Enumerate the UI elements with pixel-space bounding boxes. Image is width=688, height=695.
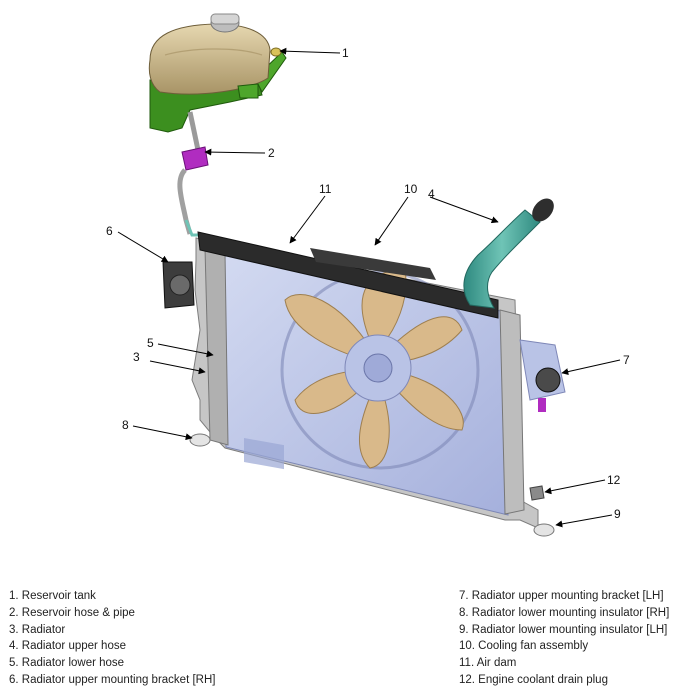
callout-9: 9	[614, 507, 621, 521]
callout-5: 5	[147, 336, 154, 350]
legend-item: 12. Engine coolant drain plug	[459, 673, 608, 686]
legend-item: 11. Air dam	[459, 657, 517, 670]
legend-right: 7. Radiator upper mounting bracket [LH] …	[459, 588, 669, 689]
callout-1: 1	[342, 46, 349, 60]
callout-6: 6	[106, 224, 113, 238]
callout-4: 4	[428, 187, 435, 201]
legend-item: 7. Radiator upper mounting bracket [LH]	[459, 590, 664, 602]
radiator-upper-hose	[463, 198, 554, 309]
legend-item: 6. Radiator upper mounting bracket [RH]	[9, 673, 216, 686]
callout-7: 7	[623, 353, 630, 367]
legend-left: 1. Reservoir tank 2. Reservoir hose & pi…	[9, 588, 215, 689]
callout-3: 3	[133, 350, 140, 364]
legend-item: 9. Radiator lower mounting insulator [LH…	[459, 623, 668, 636]
air-dam	[197, 231, 499, 319]
engine-coolant-drain-plug	[529, 485, 545, 501]
radiator-lower-mounting-insulator-rh	[189, 433, 211, 447]
callout-11: 11	[319, 182, 332, 196]
radiator-lower-mounting-insulator-lh	[533, 523, 555, 537]
legend-item: 2. Reservoir hose & pipe	[9, 606, 135, 619]
cooling-fan-assembly	[280, 269, 480, 470]
leader-lines	[117, 47, 621, 528]
radiator-upper-mounting-bracket-lh	[519, 339, 566, 412]
legend-item: 3. Radiator	[9, 623, 66, 636]
legend-item: 8. Radiator lower mounting insulator [RH…	[459, 606, 670, 619]
radiator-upper-mounting-bracket-rh	[162, 261, 195, 309]
callout-8: 8	[122, 418, 129, 432]
legend-item: 1. Reservoir tank	[9, 590, 96, 602]
reservoir-hose-pipe	[177, 111, 209, 237]
cooling-system-diagram: 1 2 3 4 5 6 7 8 9 10 11 12	[106, 13, 630, 537]
legend-item: 5. Radiator lower hose	[9, 657, 125, 670]
legend-item: 10. Cooling fan assembly	[459, 640, 589, 653]
reservoir-tank	[148, 13, 271, 99]
callout-12: 12	[607, 473, 621, 487]
callout-10: 10	[404, 182, 418, 196]
legend-item: 4. Radiator upper hose	[9, 640, 126, 653]
callout-2: 2	[268, 146, 275, 160]
